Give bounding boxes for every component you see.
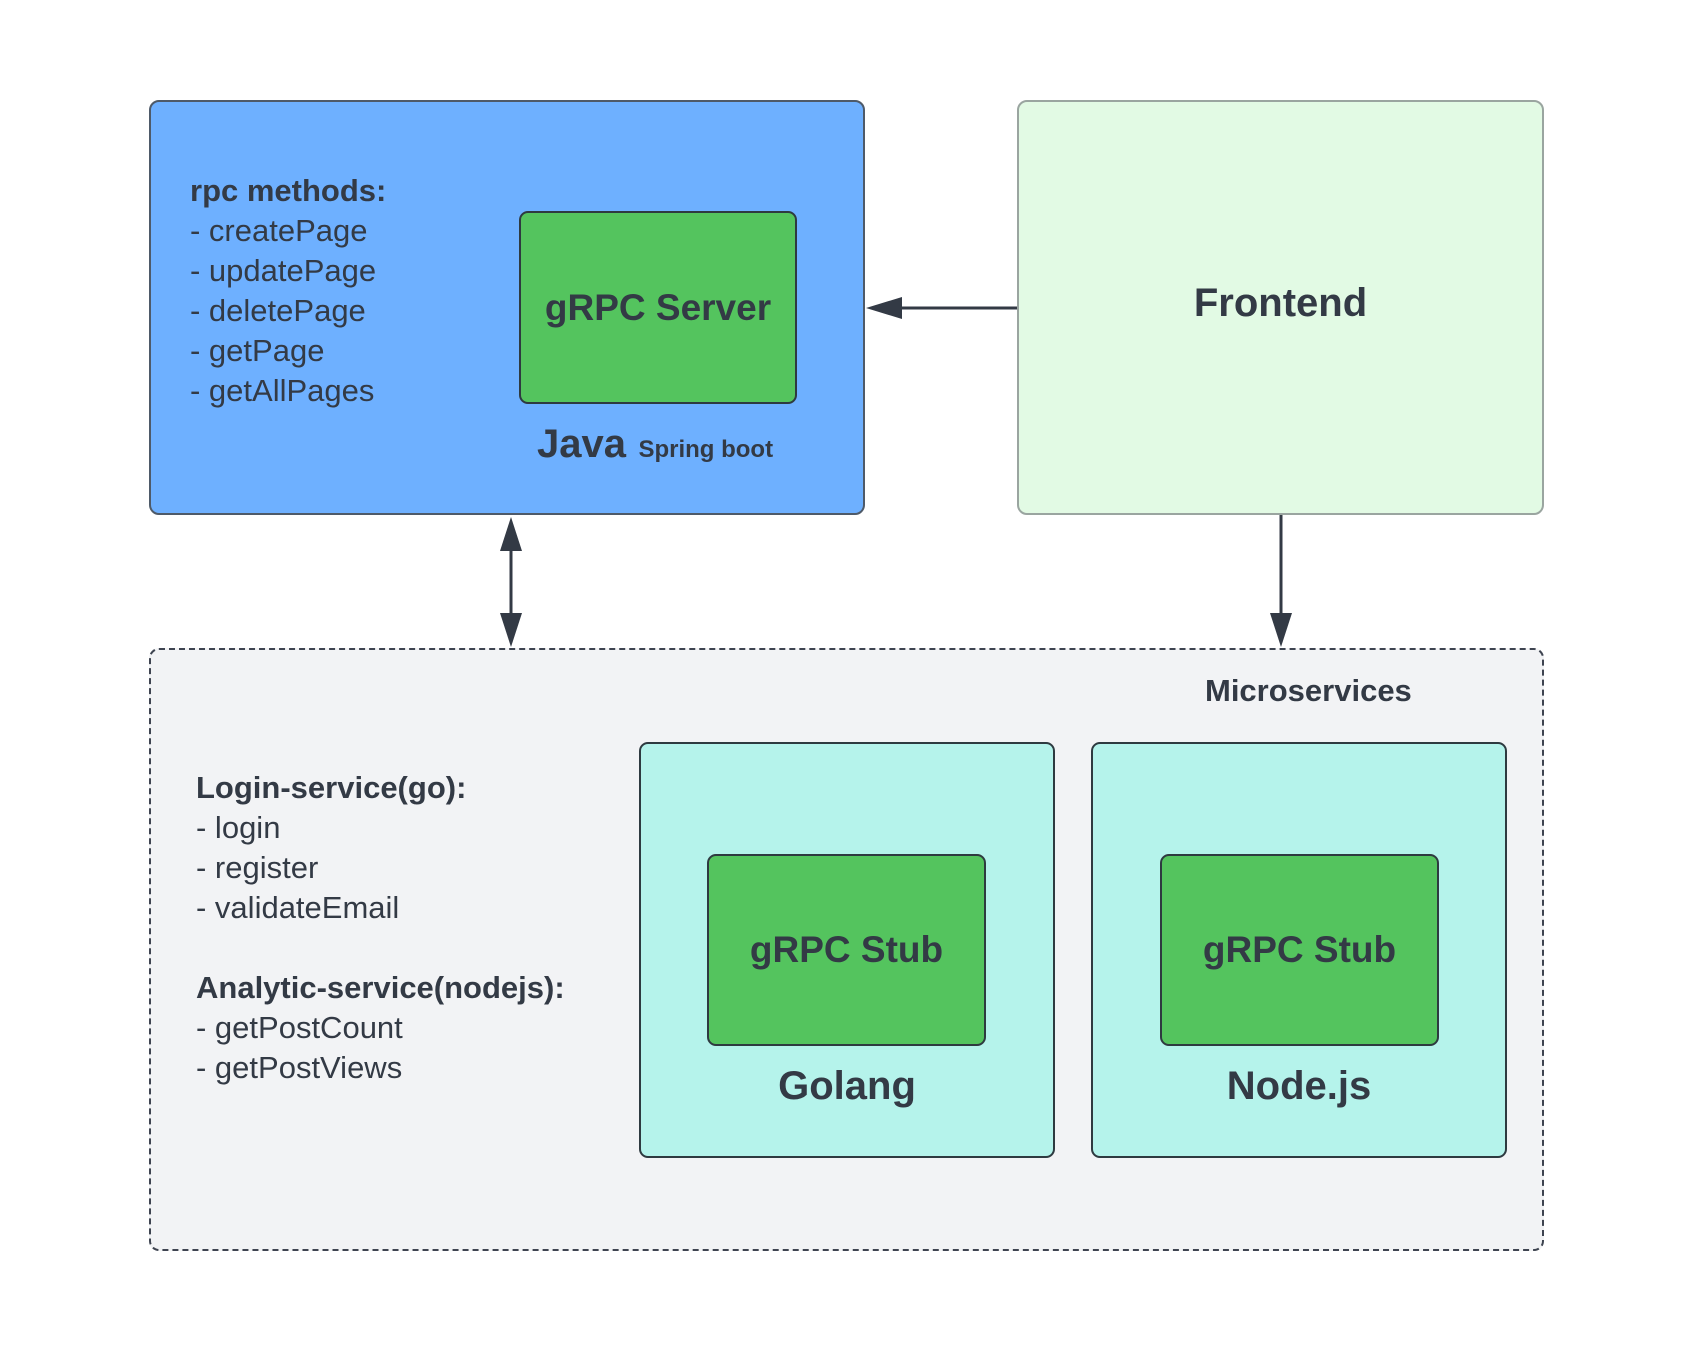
- analytic-service-title: Analytic-service(nodejs):: [196, 970, 565, 1005]
- rpc-method-item: - updatePage: [190, 253, 377, 288]
- rpc-method-item: - getPage: [190, 333, 325, 368]
- service-methods-list: Login-service(go): - login - register - …: [196, 768, 565, 1088]
- node-stub-label: gRPC Stub: [1202, 929, 1397, 970]
- login-method-item: - login: [196, 810, 281, 845]
- frontend-box: Frontend: [1017, 100, 1544, 515]
- golang-label: Golang: [778, 1064, 916, 1108]
- frontend-to-java-arrowhead: [866, 297, 902, 319]
- golang-stub-label: gRPC Stub: [749, 929, 944, 970]
- rpc-method-item: - createPage: [190, 213, 368, 248]
- rpc-methods-title: rpc methods:: [190, 173, 387, 208]
- login-method-item: - validateEmail: [196, 890, 400, 925]
- grpc-server-label: gRPC Server: [544, 286, 772, 328]
- java-label-group: Java Spring boot: [537, 422, 773, 467]
- analytic-method-item: - getPostCount: [196, 1010, 403, 1045]
- java-label: Java: [537, 422, 626, 466]
- rpc-method-item: - deletePage: [190, 293, 366, 328]
- analytic-method-item: - getPostViews: [196, 1050, 403, 1085]
- node-grpc-stub: gRPC Stub: [1160, 854, 1439, 1046]
- login-method-item: - register: [196, 850, 319, 885]
- spring-boot-label: Spring boot: [638, 436, 774, 463]
- frontend-label: Frontend: [1193, 280, 1368, 325]
- rpc-method-item: - getAllPages: [190, 373, 375, 408]
- grpc-server-box: gRPC Server: [519, 211, 797, 404]
- java-micro-arrowhead-up: [500, 517, 522, 551]
- node-label: Node.js: [1226, 1064, 1372, 1108]
- java-micro-arrowhead-down: [500, 613, 522, 647]
- rpc-methods-list: rpc methods: - createPage - updatePage -…: [190, 171, 386, 411]
- golang-grpc-stub: gRPC Stub: [707, 854, 986, 1046]
- microservices-title: Microservices: [1205, 673, 1412, 708]
- login-service-title: Login-service(go):: [196, 770, 467, 805]
- frontend-to-micro-arrowhead: [1270, 613, 1292, 647]
